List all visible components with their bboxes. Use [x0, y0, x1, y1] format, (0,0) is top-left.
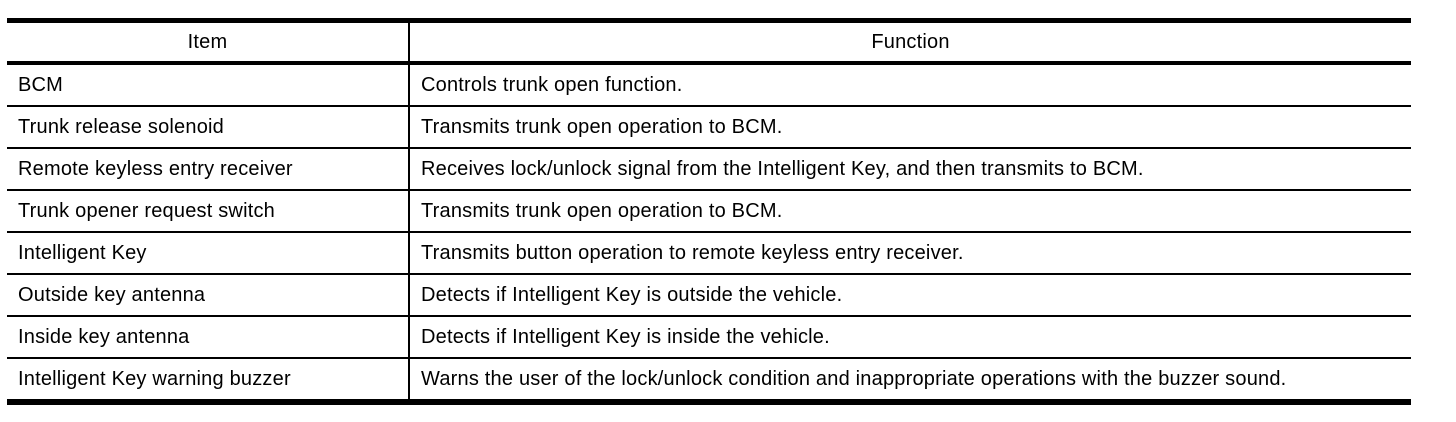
item-cell: Inside key antenna [7, 316, 410, 359]
item-cell: Intelligent Key [7, 232, 410, 275]
item-cell: Intelligent Key warning buzzer [7, 358, 410, 403]
table-row: Outside key antenna Detects if Intellige… [7, 274, 1411, 317]
item-cell: Trunk release solenoid [7, 106, 410, 149]
function-cell: Detects if Intelligent Key is outside th… [409, 274, 1411, 317]
table-header: Item Function [7, 20, 1411, 65]
item-cell: BCM [7, 63, 410, 107]
table-row: Inside key antenna Detects if Intelligen… [7, 316, 1411, 359]
item-function-table: Item Function BCM Controls trunk open fu… [7, 18, 1411, 405]
table-row: Intelligent Key warning buzzer Warns the… [7, 358, 1411, 403]
table-body: BCM Controls trunk open function. Trunk … [7, 63, 1411, 403]
column-header-function: Function [409, 20, 1411, 65]
function-cell: Detects if Intelligent Key is inside the… [409, 316, 1411, 359]
function-cell: Controls trunk open function. [409, 63, 1411, 107]
table-row: Trunk release solenoid Transmits trunk o… [7, 106, 1411, 149]
item-cell: Trunk opener request switch [7, 190, 410, 233]
item-cell: Remote keyless entry receiver [7, 148, 410, 191]
function-cell: Receives lock/unlock signal from the Int… [409, 148, 1411, 191]
table-row: Intelligent Key Transmits button operati… [7, 232, 1411, 275]
table-row: Trunk opener request switch Transmits tr… [7, 190, 1411, 233]
function-cell: Warns the user of the lock/unlock condit… [409, 358, 1411, 403]
item-cell: Outside key antenna [7, 274, 410, 317]
function-cell: Transmits trunk open operation to BCM. [409, 190, 1411, 233]
table-row: Remote keyless entry receiver Receives l… [7, 148, 1411, 191]
function-cell: Transmits button operation to remote key… [409, 232, 1411, 275]
column-header-item: Item [7, 20, 410, 65]
function-cell: Transmits trunk open operation to BCM. [409, 106, 1411, 149]
table-row: BCM Controls trunk open function. [7, 63, 1411, 107]
header-row: Item Function [7, 20, 1411, 65]
